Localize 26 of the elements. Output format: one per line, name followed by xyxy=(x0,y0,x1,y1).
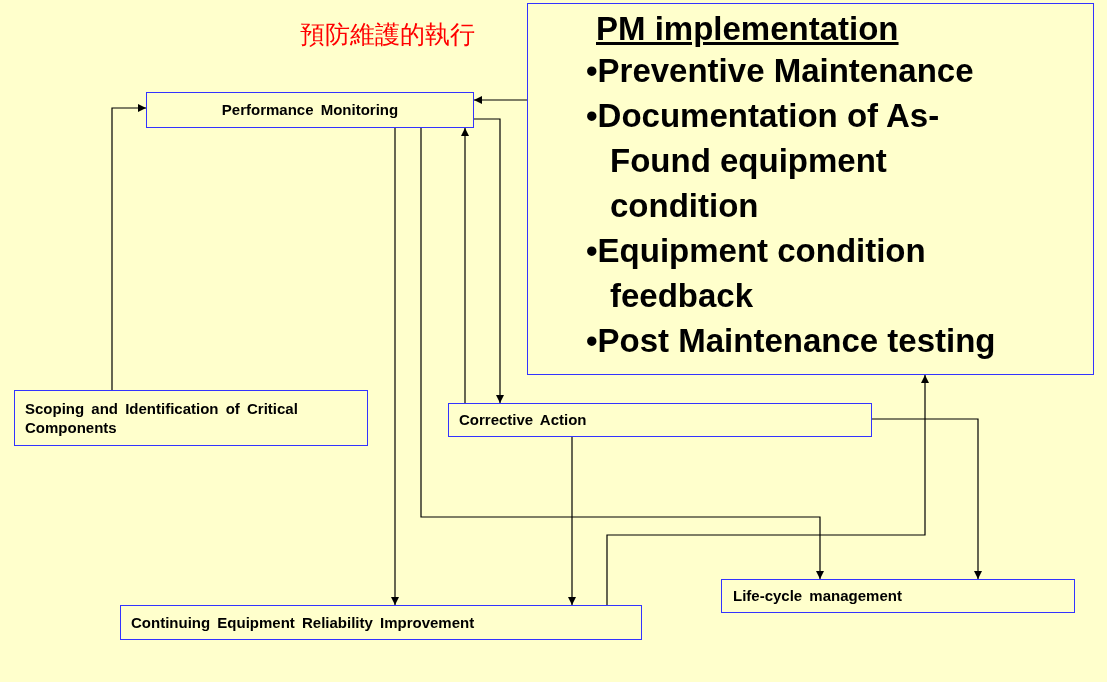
arrow xyxy=(111,104,147,391)
arrow xyxy=(461,127,469,404)
bullet-item: •Equipment condition feedback xyxy=(586,230,927,316)
process-box xyxy=(14,390,368,446)
panel-heading: PM implementation xyxy=(596,9,900,49)
process-box xyxy=(721,579,1075,613)
bullet-item: •Preventive Maintenance xyxy=(586,51,975,92)
process-box xyxy=(146,92,474,128)
box-label: Continuing Equipment Reliability Improvement xyxy=(131,612,475,633)
box-label: Corrective Action xyxy=(459,410,587,430)
arrow xyxy=(391,127,399,606)
arrow xyxy=(473,118,504,404)
arrow xyxy=(871,418,982,580)
box-label: Life-cycle management xyxy=(733,586,902,606)
diagram-title: 預防維護的執行 xyxy=(300,20,475,50)
arrow xyxy=(606,374,929,606)
text-panel xyxy=(527,3,1094,375)
bullet-item: •Documentation of As-Found equipment condition xyxy=(586,96,941,226)
process-box xyxy=(448,403,872,437)
box-label: Scoping and Identification of Critical Components xyxy=(25,398,299,438)
arrow xyxy=(568,436,576,606)
arrow xyxy=(473,96,528,104)
arrow xyxy=(420,127,824,580)
box-label: Performance Monitoring xyxy=(221,100,399,120)
process-box xyxy=(120,605,642,640)
bullet-item: •Post Maintenance testing xyxy=(586,320,997,361)
